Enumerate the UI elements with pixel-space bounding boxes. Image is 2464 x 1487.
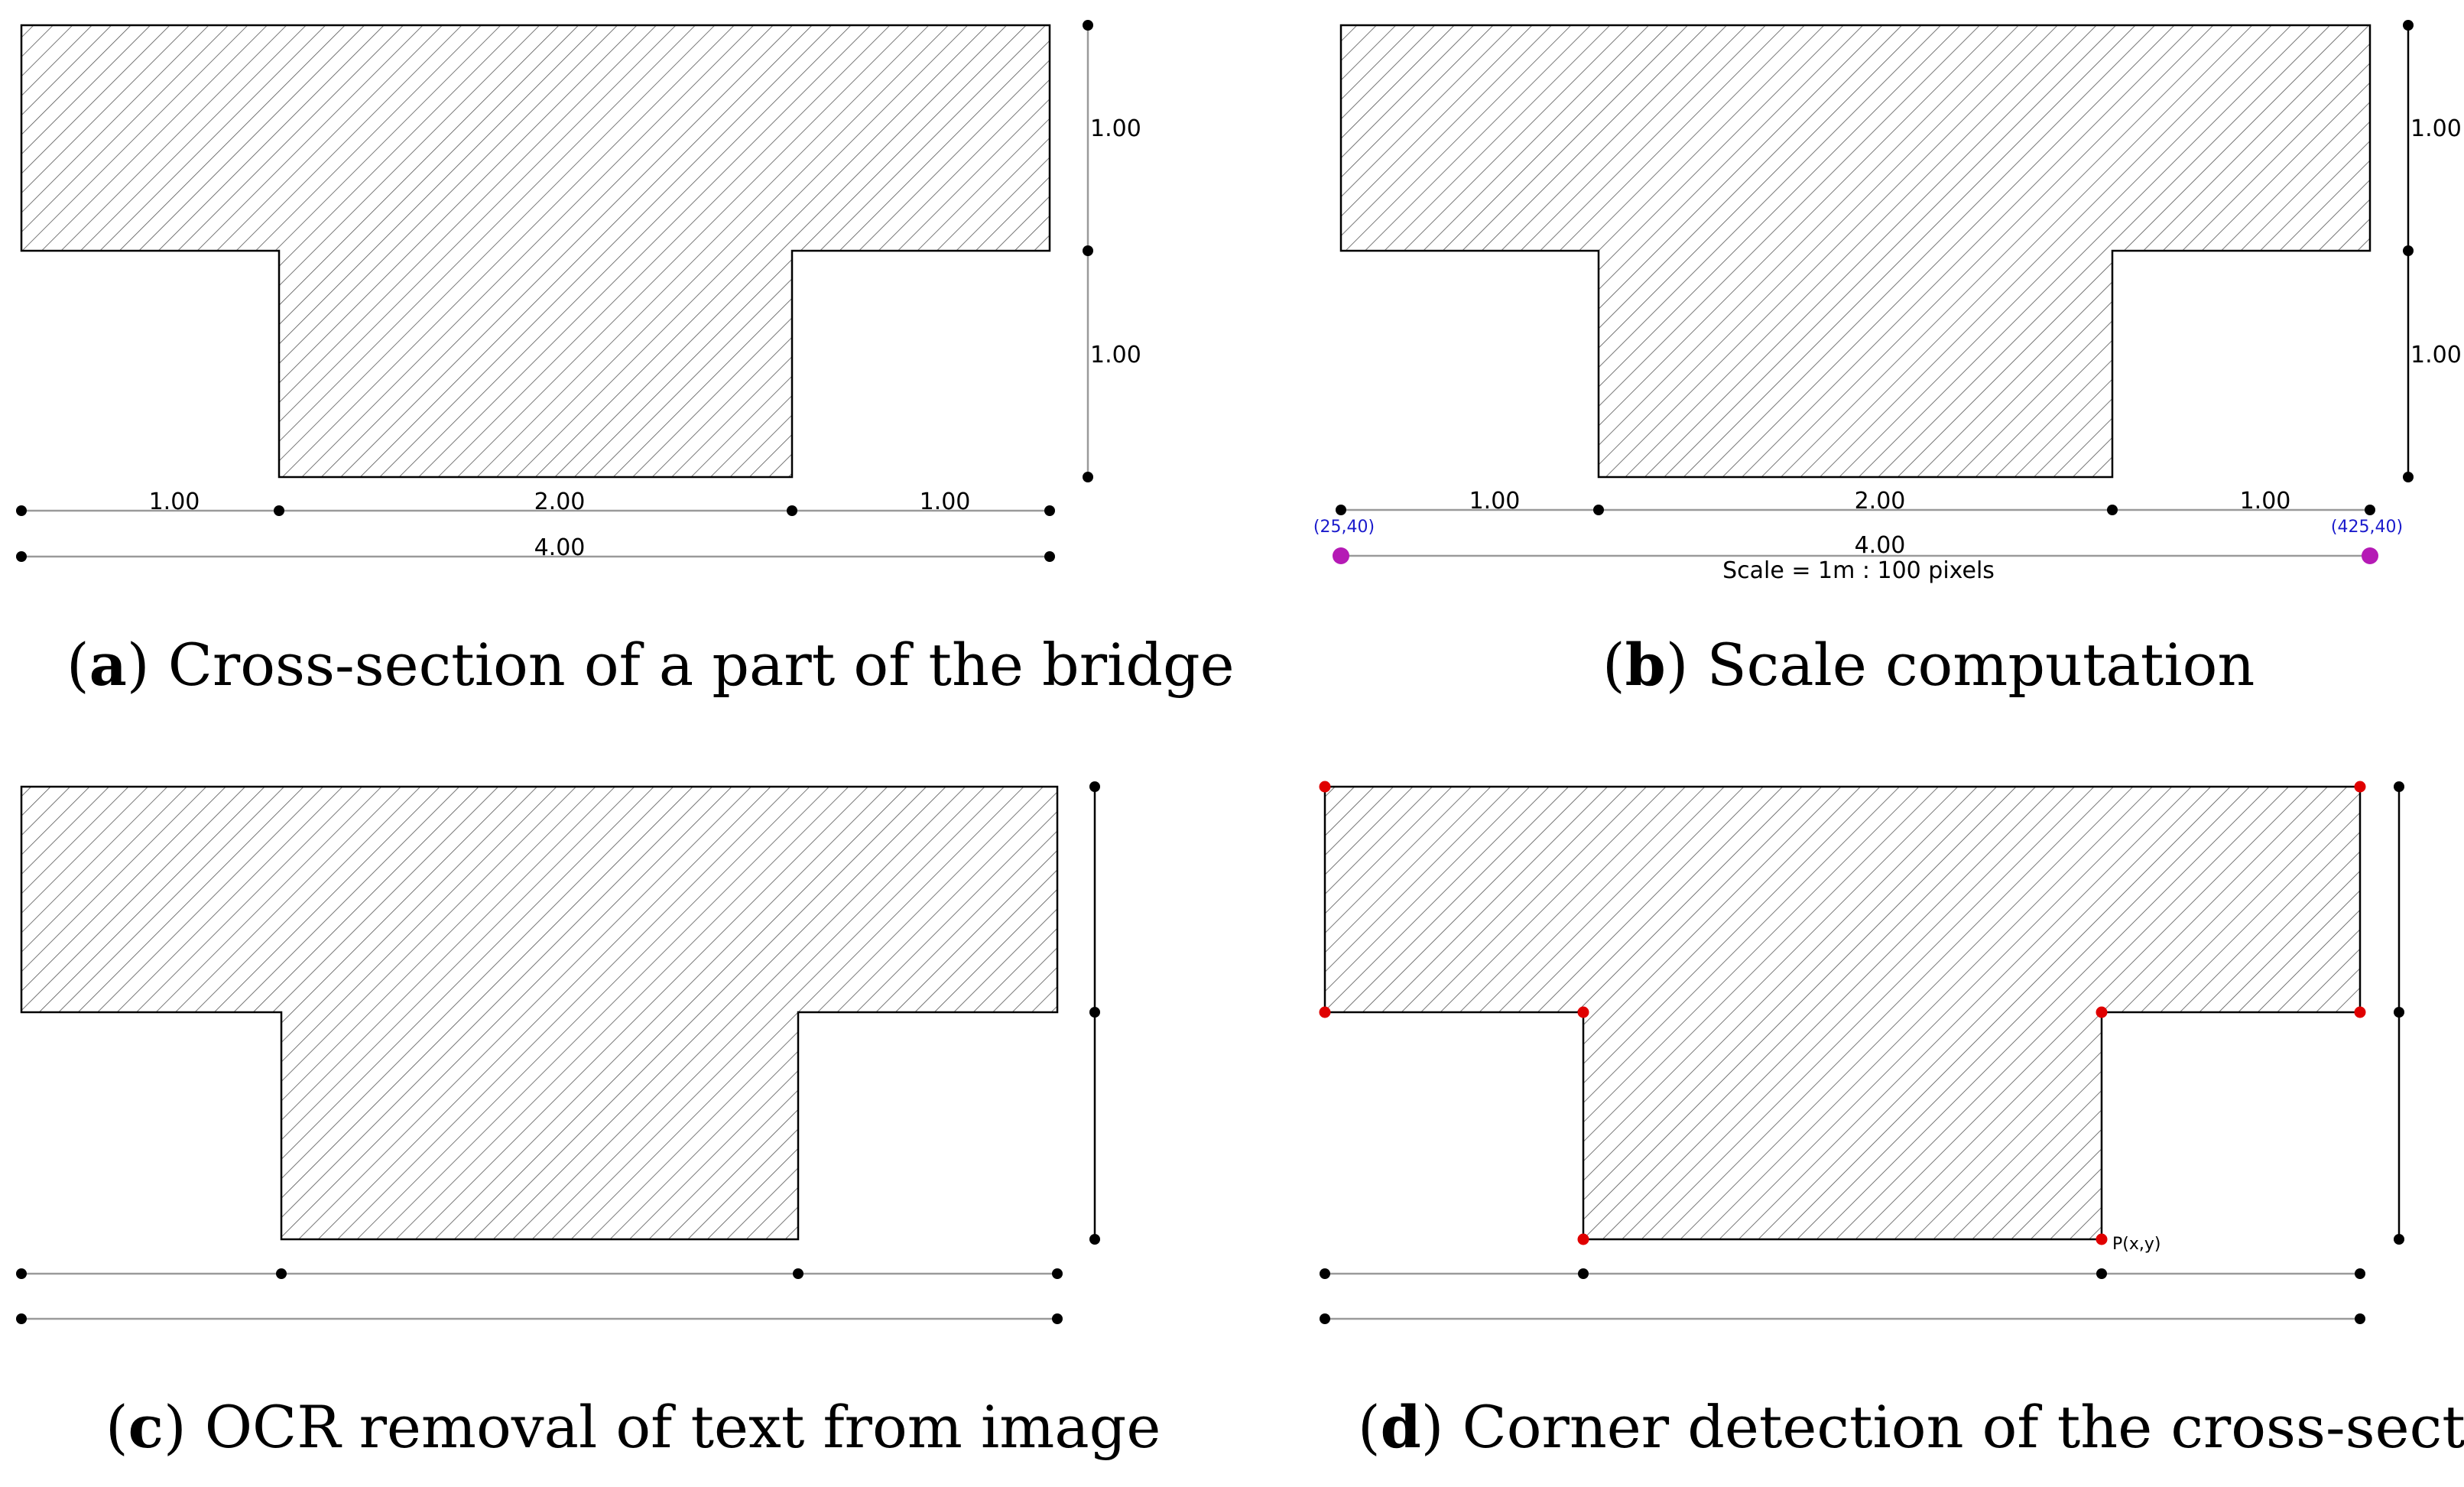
panel-b-caption: (b) Scale computation [1602,631,2255,699]
dimension-label-bottom-middle: 2.00 [1855,488,1906,515]
dimension-dot [787,505,797,516]
dimension-dot [274,505,284,516]
dimension-dot [1089,1007,1100,1018]
dimension-dot [1320,1268,1330,1279]
detected-corner-point [1577,1006,1589,1018]
dimension-dot [1083,245,1093,256]
caption-open: ( [1602,631,1625,699]
dimension-label-right-upper: 1.00 [2410,115,2462,142]
dimension-dot [2355,1313,2365,1324]
dimension-dot [1089,781,1100,792]
scale-point-right [2362,547,2378,564]
dimension-dot [1052,1268,1063,1279]
dimension-label-total: 4.00 [534,534,586,561]
dimension-label-bottom-left: 1.00 [149,489,200,515]
caption-letter: b [1625,631,1666,699]
dimension-dot [1089,1234,1100,1245]
caption-open: ( [1358,1393,1381,1461]
t-beam-cross-section [1323,785,2362,1241]
dimension-dot [1052,1313,1063,1324]
t-beam-cross-section [20,785,1059,1241]
panel-d-caption: (d) Corner detection of the cross-sectio… [1358,1393,2464,1461]
caption-text: ) Scale computation [1666,631,2255,699]
dimension-dot [276,1268,287,1279]
dimension-dot [2394,1234,2404,1245]
dimension-dot [1044,551,1055,562]
panel-d: P(x,y) (d) Corner detection of the cross… [1319,781,2464,1461]
dimension-dot [1593,505,1604,515]
detected-corner-point [1577,1233,1589,1245]
detected-corner-point [2354,1006,2366,1018]
dimension-dot [1578,1268,1589,1279]
detected-corner-point [2096,1233,2108,1245]
dimension-dot [16,1313,27,1324]
dimension-label-right-upper: 1.00 [1090,115,1141,142]
dimension-dot [2394,1007,2404,1018]
caption-letter: a [89,631,127,699]
dimension-dot [2355,1268,2365,1279]
dimension-dot [1083,472,1093,482]
caption-letter: c [128,1393,164,1461]
dimension-label-bottom-right: 1.00 [920,489,971,515]
caption-open: ( [106,1393,128,1461]
scale-point-left [1333,547,1349,564]
dimension-label-right-lower: 1.00 [2410,342,2462,369]
dimension-dot [2107,505,2118,515]
panel-a-caption: (a) Cross-section of a part of the bridg… [67,631,1235,699]
dimension-dot [2403,20,2414,31]
dimension-dot [2394,781,2404,792]
dimension-dot [2403,245,2414,256]
scale-point-right-coords: (425,40) [2331,518,2403,537]
dimension-dot [2365,505,2375,515]
panel-c-caption: (c) OCR removal of text from image [106,1393,1161,1461]
panel-c: (c) OCR removal of text from image [16,781,1161,1461]
caption-text: ) OCR removal of text from image [164,1393,1161,1461]
t-beam-cross-section [1339,24,2371,479]
detected-corner-point [2096,1006,2108,1018]
caption-open: ( [67,631,89,699]
scale-point-left-coords: (25,40) [1313,518,1375,537]
scale-label: Scale = 1m : 100 pixels [1722,557,1995,584]
dimension-dot [1336,505,1346,515]
dimension-label-bottom-left: 1.00 [1469,488,1521,515]
dimension-dot [2403,472,2414,482]
detected-corner-point [1319,781,1331,793]
dimension-label-right-lower: 1.00 [1090,342,1141,369]
caption-text: ) Corner detection of the cross-section [1421,1393,2464,1461]
panel-b: 1.00 1.00 1.00 2.00 1.00 4.00 (25,40) (4… [1313,20,2462,699]
dimension-dot [2096,1268,2107,1279]
dimension-dot [16,551,27,562]
dimension-label-bottom-middle: 2.00 [534,489,586,515]
dimension-dot [793,1268,803,1279]
corner-point-label: P(x,y) [2112,1235,2160,1254]
detected-corner-point [1319,1006,1331,1018]
panel-a: 1.00 1.00 1.00 2.00 1.00 4.00 (a) Cross-… [16,20,1235,699]
detected-corner-point [2354,781,2366,793]
dimension-label-bottom-right: 1.00 [2240,488,2291,515]
dimension-dot [1320,1313,1330,1324]
t-beam-cross-section [20,24,1051,479]
dimension-dot [16,1268,27,1279]
dimension-dot [1083,20,1093,31]
caption-letter: d [1381,1393,1421,1461]
dimension-dot [16,505,27,516]
dimension-dot [1044,505,1055,516]
caption-text: ) Cross-section of a part of the bridge [127,631,1235,699]
dimension-label-total: 4.00 [1855,532,1906,559]
